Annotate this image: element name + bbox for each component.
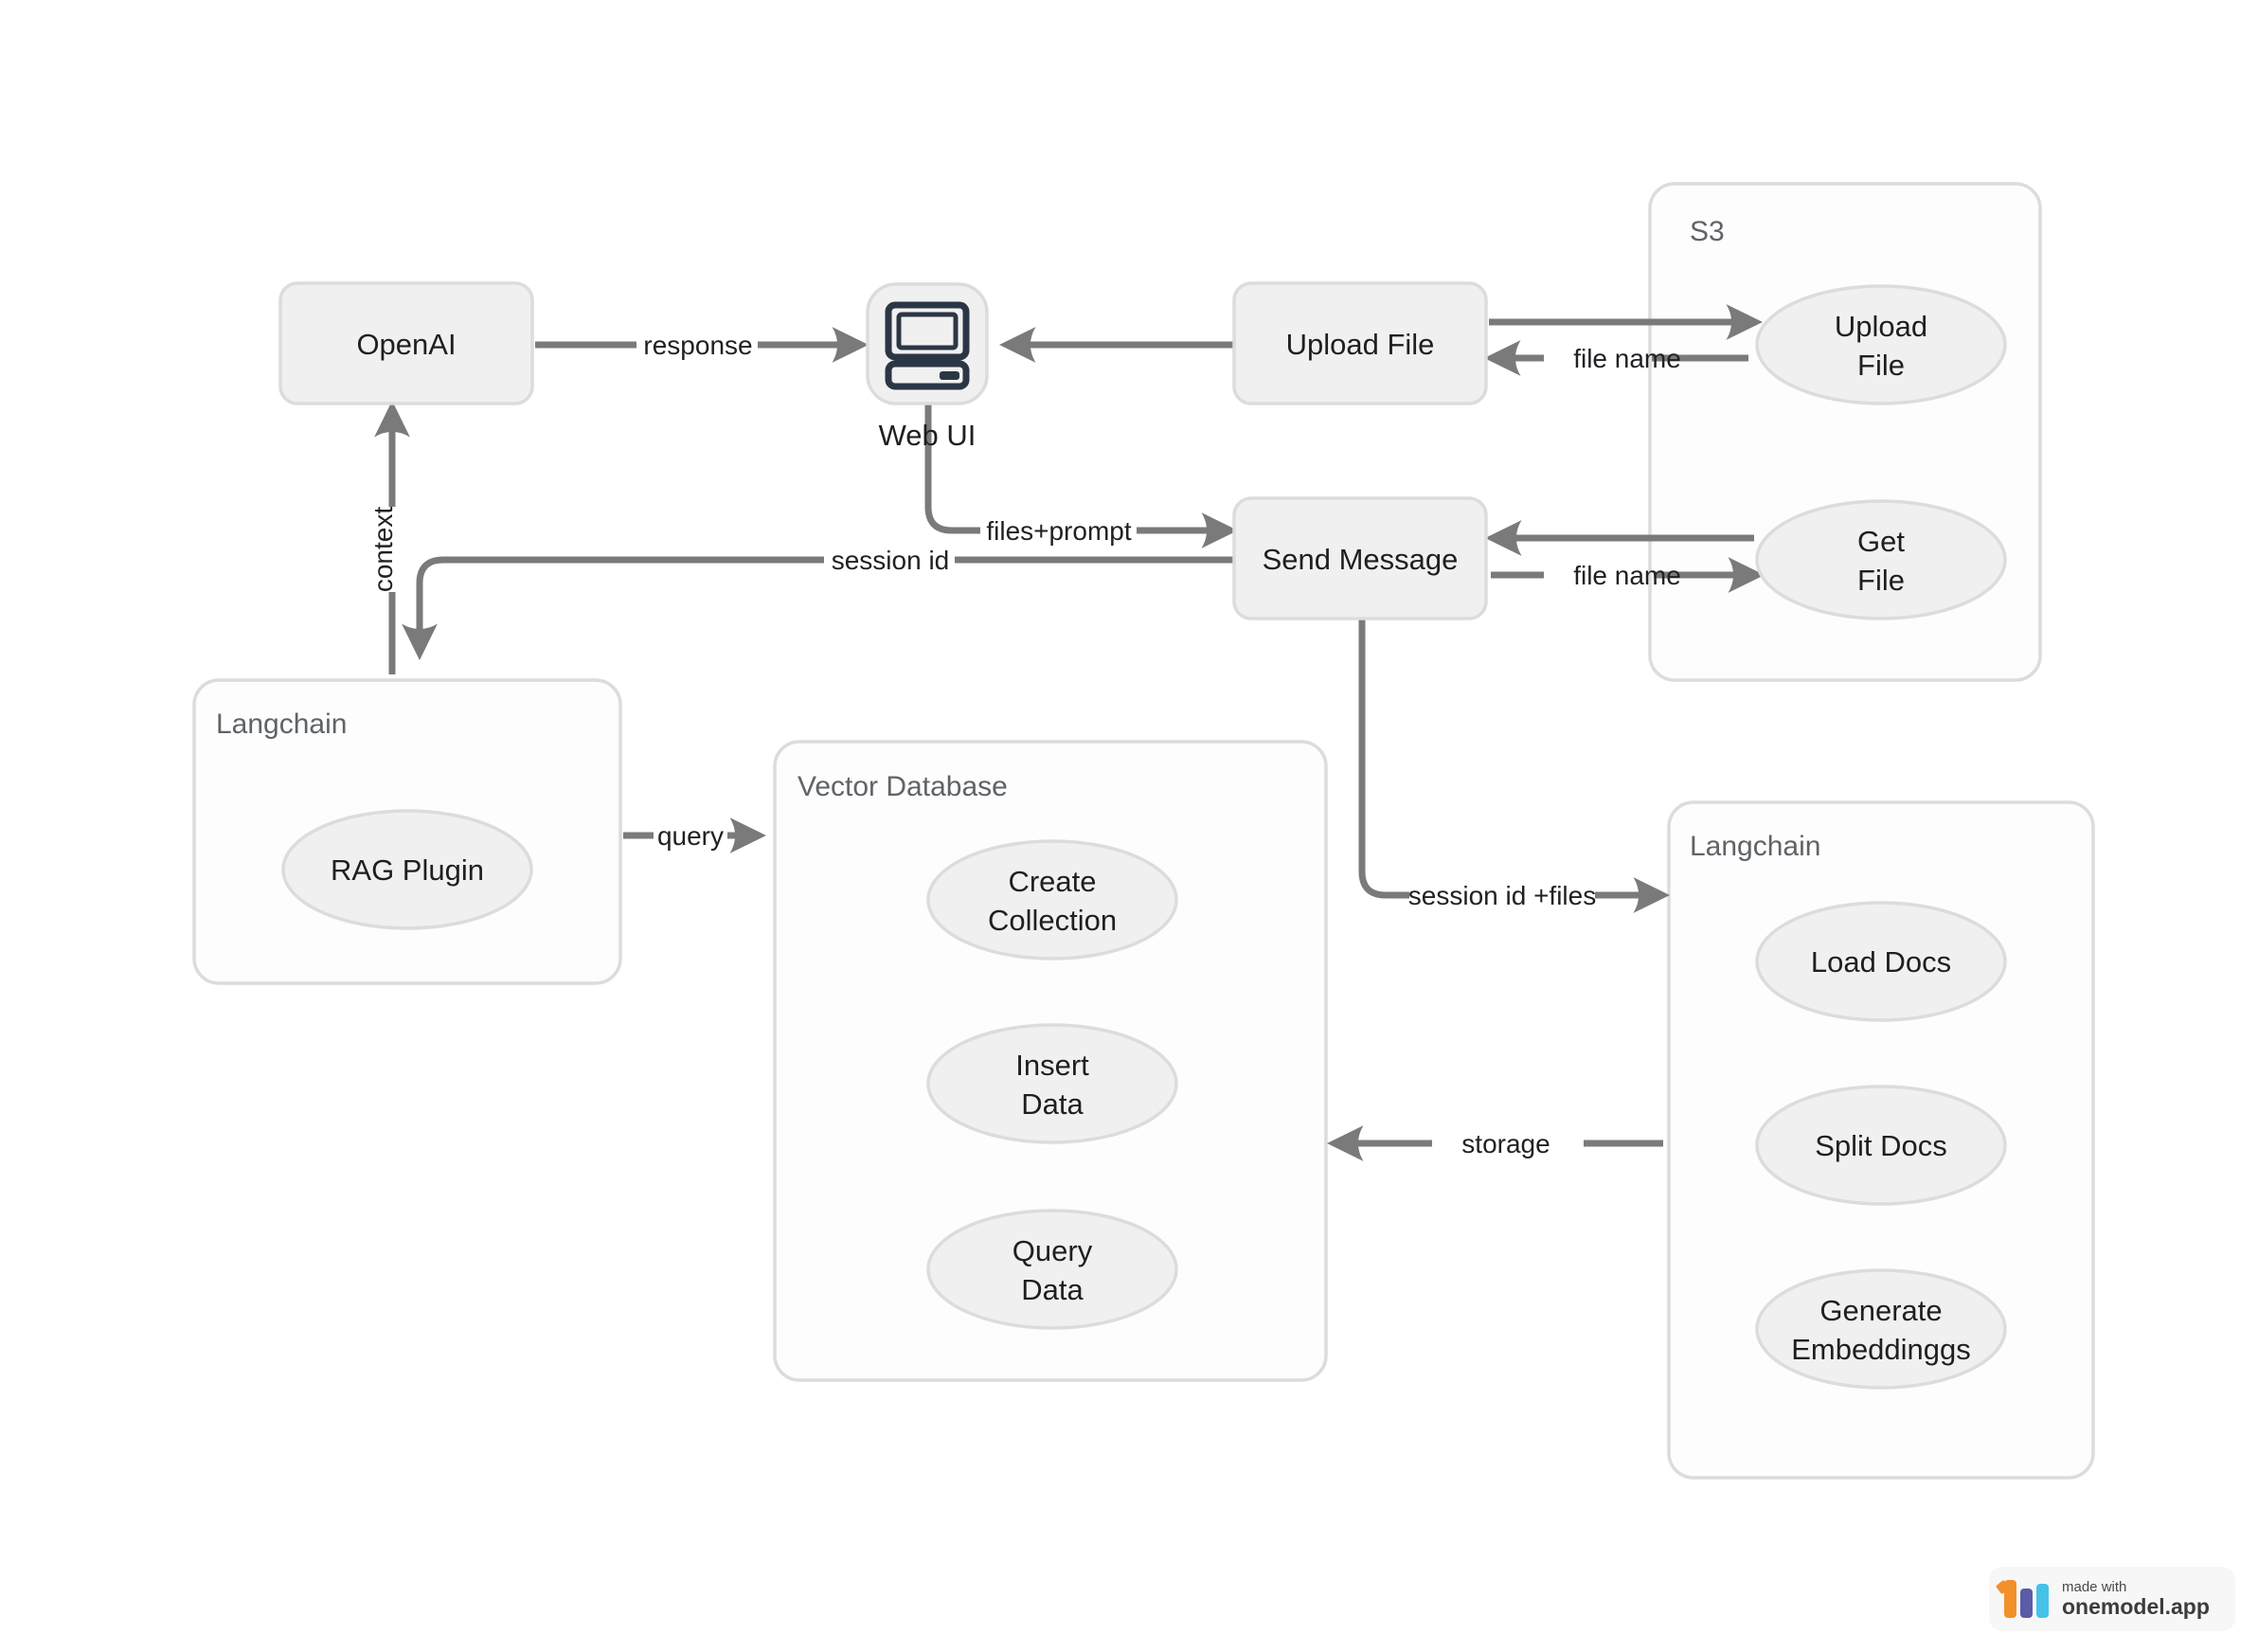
edge-response: response [535,327,869,363]
node-generate-embeddings[interactable]: Generate Embeddinggs [1755,1268,2007,1390]
watermark-brand: onemodel.app [2062,1593,2210,1619]
node-webui[interactable]: Web UI [866,282,989,452]
group-vector-database-label: Vector Database [797,771,1008,802]
node-send-message-rect[interactable] [1232,496,1488,620]
edge-response-label: response [643,331,752,360]
node-upload-file-box[interactable]: Upload File [1232,281,1488,405]
edge-s3-file-name: file name [1484,340,1748,376]
node-openai-label: OpenAI [356,328,456,361]
node-load-docs[interactable]: Load Docs [1755,901,2007,1022]
node-generate-embeddings-ellipse[interactable] [1755,1268,2007,1390]
node-create-collection-label-line1: Create [1008,865,1096,898]
node-webui-label: Web UI [879,419,977,452]
node-split-docs[interactable]: Split Docs [1755,1085,2007,1206]
watermark-made-with: made with [2062,1579,2127,1596]
node-rag-plugin[interactable]: RAG Plugin [281,809,533,930]
edge-storage: storage [1327,1125,1663,1161]
node-query-data-label-line2: Data [1021,1273,1084,1306]
node-s3-upload-file-ellipse[interactable] [1755,284,2007,405]
logo-bar-purple [2020,1589,2033,1618]
edge-session-id-files-label: session id +files [1408,881,1596,910]
edge-send-file-name-label: file name [1573,561,1681,590]
node-query-data-ellipse[interactable] [926,1209,1178,1330]
edge-session-id: session id [402,546,1234,660]
edge-context: context [368,401,410,674]
edge-send-file-name: file name [1491,557,1765,593]
group-langchain-left-label: Langchain [216,709,347,740]
edge-session-id-label: session id [832,546,950,575]
node-insert-data-ellipse[interactable] [926,1023,1178,1144]
node-s3-get-file-ellipse[interactable] [1755,499,2007,620]
node-upload-file-box-rect[interactable] [1232,281,1488,405]
edge-query-label: query [657,821,724,851]
node-create-collection-label-line2: Collection [988,904,1117,937]
node-insert-data-label-line2: Data [1021,1087,1084,1121]
logo-bar-orange [2004,1580,2016,1618]
node-split-docs-label: Split Docs [1815,1129,1947,1162]
node-s3-get-file-label-line2: File [1857,564,1905,597]
node-s3-upload-file-label-line1: Upload [1835,310,1927,343]
node-create-collection[interactable]: Create Collection [926,839,1178,961]
node-generate-embeddings-label-line2: Embeddinggs [1791,1333,1971,1366]
edge-query: query [623,817,766,853]
node-generate-embeddings-label-line1: Generate [1819,1294,1942,1327]
node-s3-get-file[interactable]: Get File [1755,499,2007,620]
edge-session-id-path [402,556,824,660]
edge-context-label: context [368,507,398,592]
edge-s3-file-name-label: file name [1573,344,1681,373]
node-insert-data-label-line1: Insert [1015,1049,1089,1082]
node-openai[interactable]: OpenAI [278,281,534,405]
node-split-docs-ellipse[interactable] [1755,1085,2007,1206]
desktop-computer-icon [885,301,970,390]
node-load-docs-label: Load Docs [1811,945,1951,979]
node-query-data[interactable]: Query Data [926,1209,1178,1330]
node-send-message-label: Send Message [1263,543,1459,576]
edge-files-prompt-path [924,403,980,534]
node-create-collection-ellipse[interactable] [926,839,1178,961]
node-rag-plugin-ellipse[interactable] [281,809,533,930]
node-rag-plugin-label: RAG Plugin [331,853,484,887]
edge-session-id-files: session id +files [1358,618,1670,913]
node-s3-upload-file-label-line2: File [1857,349,1905,382]
logo-bar-cyan [2036,1584,2049,1618]
onemodel-watermark[interactable]: made with onemodel.app [1989,1567,2235,1631]
watermark-text: made with onemodel.app [2062,1580,2210,1618]
edge-files-prompt: files+prompt [924,403,1238,548]
edge-files-prompt-label: files+prompt [986,516,1132,546]
node-send-message[interactable]: Send Message [1232,496,1488,620]
node-s3-get-file-label-line1: Get [1857,525,1905,558]
node-query-data-label-line1: Query [1013,1234,1093,1267]
group-s3-label: S3 [1690,216,1725,247]
node-s3-upload-file[interactable]: Upload File [1755,284,2007,405]
edge-storage-label: storage [1461,1129,1550,1158]
group-langchain-right-label: Langchain [1690,831,1820,862]
node-openai-rect[interactable] [278,281,534,405]
onemodel-logo-icon [2004,1580,2049,1618]
node-insert-data[interactable]: Insert Data [926,1023,1178,1144]
node-load-docs-ellipse[interactable] [1755,901,2007,1022]
node-upload-file-box-label: Upload File [1286,328,1435,361]
edge-session-id-files-path [1358,618,1409,899]
